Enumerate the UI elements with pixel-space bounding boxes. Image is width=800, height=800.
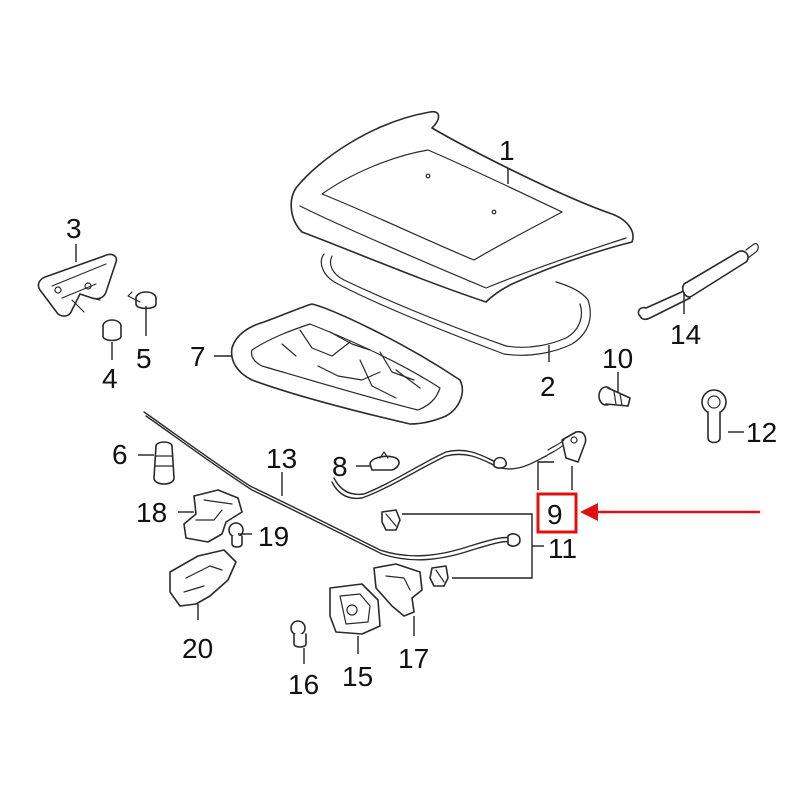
callout-16: 16: [288, 669, 319, 700]
part-16-bolt: [290, 620, 307, 648]
part-9-release-cable: [331, 430, 587, 500]
part-19-bolt: [228, 522, 244, 548]
callout-10: 10: [602, 343, 633, 374]
callout-11: 11: [548, 533, 577, 564]
callout-1: 1: [499, 135, 515, 166]
part-15-latch: [329, 583, 381, 635]
part-3-hinge: [37, 253, 118, 317]
part-17-striker: [373, 563, 423, 617]
callout-14: 14: [670, 319, 701, 350]
callout-5: 5: [136, 343, 152, 374]
callout-17: 17: [398, 643, 429, 674]
part-1-hood: [290, 110, 634, 303]
callout-15: 15: [342, 661, 373, 692]
part-10-screw: [598, 386, 631, 407]
leader-lines: [75, 168, 744, 664]
part-12-prop-clip: [701, 389, 727, 444]
callout-20: 20: [182, 633, 213, 664]
callout-4: 4: [102, 363, 118, 394]
callout-13: 13: [266, 443, 297, 474]
part-18-safety-catch: [183, 489, 243, 543]
callout-12: 12: [746, 417, 777, 448]
callout-2: 2: [540, 371, 556, 402]
part-2-seal: [320, 253, 591, 356]
part-13-rod: [143, 411, 521, 561]
part-20-bracket: [169, 549, 237, 607]
callout-7: 7: [190, 341, 206, 372]
callout-6: 6: [112, 439, 128, 470]
part-5-bolt: [127, 291, 157, 310]
highlight-marker: [536, 492, 760, 534]
part-14-strut: [637, 243, 759, 321]
part-11-clips: [381, 509, 449, 587]
callout-labels: 1 2 3 4 5 6 7 8 9 10 11 12 13 14 15 16 1…: [66, 135, 777, 700]
callout-19: 19: [258, 521, 289, 552]
callout-9: 9: [547, 499, 563, 530]
callout-8: 8: [332, 451, 348, 482]
callout-18: 18: [136, 497, 167, 528]
callout-3: 3: [66, 213, 82, 244]
part-7-insulator: [230, 303, 464, 425]
part-6-bumper-stop: [153, 441, 175, 485]
part-4-bumper: [102, 319, 122, 342]
part-8-clip: [369, 451, 400, 471]
